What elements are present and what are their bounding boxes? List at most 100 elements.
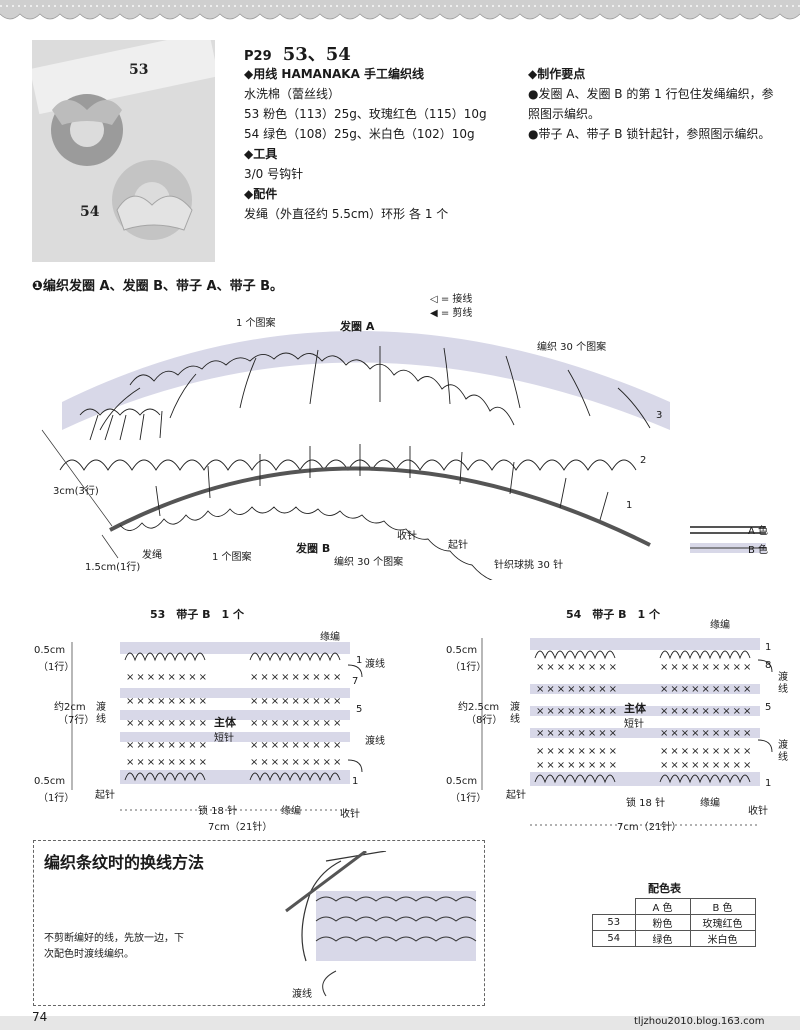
strap54-body-sub: 短针 bbox=[624, 719, 644, 730]
page-ref: P29 bbox=[244, 49, 272, 64]
tip-text-1: 不剪断编好的线，先放一边，下 bbox=[44, 933, 184, 944]
yarn-name: 水洗棉（蕾丝线） bbox=[244, 87, 341, 101]
yarn-53: 53 粉色（113）25g、玫瑰红色（115）10g bbox=[244, 107, 487, 121]
legend-cut: ◀ = 剪线 bbox=[430, 308, 473, 319]
table-cell: 绿色 bbox=[634, 930, 691, 947]
watermark: tljzhou2010.blog.163.com bbox=[634, 1016, 765, 1027]
section-title: ❶编织发圈 A、发圈 B、带子 A、带子 B。 bbox=[32, 279, 284, 294]
ring-a-repeat: 编织 30 个图案 bbox=[537, 342, 607, 353]
ring-a-label: 发圈 A bbox=[340, 320, 375, 333]
strap54-mid-h: 约2.5cm bbox=[458, 702, 500, 713]
strap54-edge-bottom: 缘编 bbox=[700, 798, 720, 809]
strap53-edge: 缘编 bbox=[320, 632, 340, 643]
strap53-carry-top: 渡线 bbox=[365, 659, 385, 670]
strap54-start: 起针 bbox=[506, 790, 526, 801]
strap54-chain: 锁 18 针 bbox=[626, 798, 666, 809]
product-photo: 53 54 bbox=[32, 40, 215, 262]
table-cell: 54 bbox=[592, 930, 636, 947]
legend-a-label: A 色 bbox=[748, 526, 769, 537]
svg-text:××××××××: ×××××××× bbox=[126, 740, 209, 751]
tip-illustration bbox=[285, 851, 477, 997]
ring-b-stitches bbox=[119, 444, 609, 580]
strap53-start: 起针 bbox=[95, 790, 115, 801]
svg-text:××××××××: ×××××××× bbox=[536, 706, 619, 717]
method-block: ◆制作要点 ●发圈 A、发圈 B 的第 1 行包住发绳编织，参照图示编织。 ●带… bbox=[528, 64, 783, 144]
svg-text:×××××××××: ××××××××× bbox=[660, 662, 753, 673]
ring-diagram bbox=[41, 331, 766, 580]
strap53-chain: 锁 18 针 bbox=[198, 806, 238, 817]
ring-b-repeat: 编织 30 个图案 bbox=[334, 557, 404, 568]
strap53-mid-r: （7行） bbox=[58, 715, 95, 726]
strap54-carry-top: 渡线 bbox=[778, 672, 788, 695]
strap53-bot-h: 0.5cm bbox=[34, 776, 66, 787]
svg-text:××××××××: ×××××××× bbox=[536, 728, 619, 739]
strap53-body: 主体 bbox=[214, 716, 236, 729]
color-table-head-b: B 色 bbox=[689, 898, 756, 915]
tool-value: 3/0 号钩针 bbox=[244, 167, 304, 181]
strap53-body-sub: 短针 bbox=[214, 733, 234, 744]
footer-bar bbox=[0, 1016, 800, 1030]
strap54-bot-h: 0.5cm bbox=[446, 776, 478, 787]
table-cell: 53 bbox=[592, 914, 636, 931]
method-1: ●发圈 A、发圈 B 的第 1 行包住发绳编织，参照图示编织。 bbox=[528, 87, 774, 121]
pattern-label-b: 1 个图案 bbox=[212, 552, 252, 563]
tip-box: 编织条纹时的换线方法 不剪断编好的线，先放一边，下 次配色时渡线编织。 渡线 bbox=[33, 840, 485, 1006]
strap54-edge: 缘编 bbox=[710, 620, 730, 631]
color-table-head-a: A 色 bbox=[634, 898, 691, 915]
strap54-body: 主体 bbox=[624, 702, 646, 715]
table-row: 54 绿色 米白色 bbox=[592, 930, 756, 947]
row-2: 2 bbox=[640, 455, 647, 466]
color-table-corner bbox=[592, 898, 636, 915]
strap54-row1: 1 bbox=[765, 642, 772, 653]
svg-text:××××××××: ×××××××× bbox=[536, 662, 619, 673]
strap54-carry-right: 渡线 bbox=[778, 740, 788, 763]
svg-text:××××××××: ×××××××× bbox=[126, 718, 209, 729]
color-table-title: 配色表 bbox=[648, 882, 681, 895]
svg-text:××××××××: ×××××××× bbox=[536, 760, 619, 771]
strap53-row5: 5 bbox=[356, 704, 363, 715]
svg-text:××××××××: ×××××××× bbox=[536, 746, 619, 757]
dim-line-15cm bbox=[101, 534, 119, 559]
table-row: 53 粉色 玫瑰红色 bbox=[592, 914, 756, 931]
strap54-mid-r: （8行） bbox=[466, 715, 503, 726]
table-cell: 米白色 bbox=[689, 930, 756, 947]
svg-text:×××××××××: ××××××××× bbox=[250, 672, 343, 683]
tip-text-2: 次配色时渡线编织。 bbox=[44, 949, 134, 960]
svg-text:×××××××××: ××××××××× bbox=[660, 746, 753, 757]
method-2: ●带子 A、带子 B 锁针起针，参照图示编织。 bbox=[528, 127, 771, 141]
strap54-top-r: （1行） bbox=[450, 662, 487, 673]
row-3: 3 bbox=[656, 410, 663, 421]
tip-carry-label: 渡线 bbox=[292, 989, 312, 1000]
legend-b-label: B 色 bbox=[748, 545, 769, 556]
color-table: A 色 B 色 53 粉色 玫瑰红色 54 绿色 米白色 bbox=[592, 898, 756, 947]
svg-text:××××××××: ×××××××× bbox=[126, 696, 209, 707]
strap54-diagram: ×××××××× ××××××××× ×××××××× ××××××××× ××… bbox=[481, 638, 773, 826]
color-table-header: A 色 B 色 bbox=[592, 898, 756, 915]
strap53-title: 53 带子 B 1 个 bbox=[150, 608, 245, 621]
svg-text:×××××××××: ××××××××× bbox=[250, 718, 343, 729]
legend-join: ◁ = 接线 bbox=[430, 294, 473, 305]
start-label: 起针 bbox=[448, 540, 468, 551]
strap53-edge-bottom: 缘编 bbox=[281, 806, 301, 817]
row-1: 1 bbox=[626, 500, 633, 511]
yarn-54: 54 绿色（108）25g、米白色（102）10g bbox=[244, 127, 475, 141]
scalloped-border bbox=[0, 0, 800, 20]
strap54-row5: 5 bbox=[765, 702, 772, 713]
strap53-top-h: 0.5cm bbox=[34, 645, 66, 656]
svg-text:××××××××: ×××××××× bbox=[126, 757, 209, 768]
photo-tag-53: 53 bbox=[129, 62, 149, 78]
ring-a-stitches bbox=[59, 346, 651, 471]
accessory-heading: ◆配件 bbox=[244, 187, 278, 201]
method-heading: ◆制作要点 bbox=[528, 67, 586, 81]
strap54-row1b: 1 bbox=[765, 778, 772, 789]
pattern-numbers: 53、54 bbox=[282, 44, 351, 65]
table-cell: 粉色 bbox=[634, 914, 691, 931]
svg-text:×××××××××: ××××××××× bbox=[250, 740, 343, 751]
tool-heading: ◆工具 bbox=[244, 147, 278, 161]
strap53-row7: 7 bbox=[352, 676, 359, 687]
pattern-title: P29 53、54 bbox=[244, 40, 351, 66]
strap53-width: 7cm（21针） bbox=[208, 822, 273, 833]
photo-tag-54: 54 bbox=[80, 204, 100, 220]
page-number: 74 bbox=[32, 1010, 48, 1024]
bobble-label: 针织球挑 30 针 bbox=[494, 560, 564, 571]
